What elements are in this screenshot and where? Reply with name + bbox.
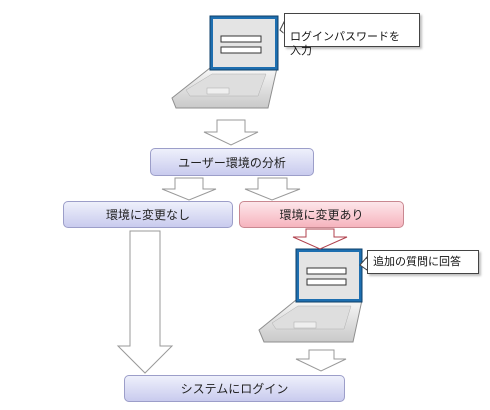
arrow-down-icon <box>295 349 347 372</box>
env-analysis-label: ユーザー環境の分析 <box>178 155 286 170</box>
arrow-down-icon <box>161 177 217 201</box>
login-password-callout-text: ログインパスワードを 入力 <box>290 30 400 57</box>
system-login-box: システムにログイン <box>124 375 345 402</box>
arrow-down-icon <box>203 119 259 146</box>
arrow-down-icon <box>244 177 301 201</box>
arrow-down-icon <box>292 228 348 250</box>
change-label: 環境に変更あり <box>279 208 364 222</box>
laptop-icon <box>258 248 363 343</box>
long-arrow-down-icon <box>116 230 174 374</box>
no-change-label: 環境に変更なし <box>105 208 190 222</box>
extra-question-callout-text: 追加の質問に回答 <box>373 255 461 268</box>
system-login-label: システムにログイン <box>180 382 289 396</box>
extra-question-callout: 追加の質問に回答 <box>367 250 479 274</box>
login-password-callout: ログインパスワードを 入力 <box>284 13 420 57</box>
no-change-box: 環境に変更なし <box>63 201 233 228</box>
env-analysis-box: ユーザー環境の分析 <box>150 148 314 176</box>
change-box: 環境に変更あり <box>239 201 404 228</box>
laptop-icon <box>171 15 279 109</box>
